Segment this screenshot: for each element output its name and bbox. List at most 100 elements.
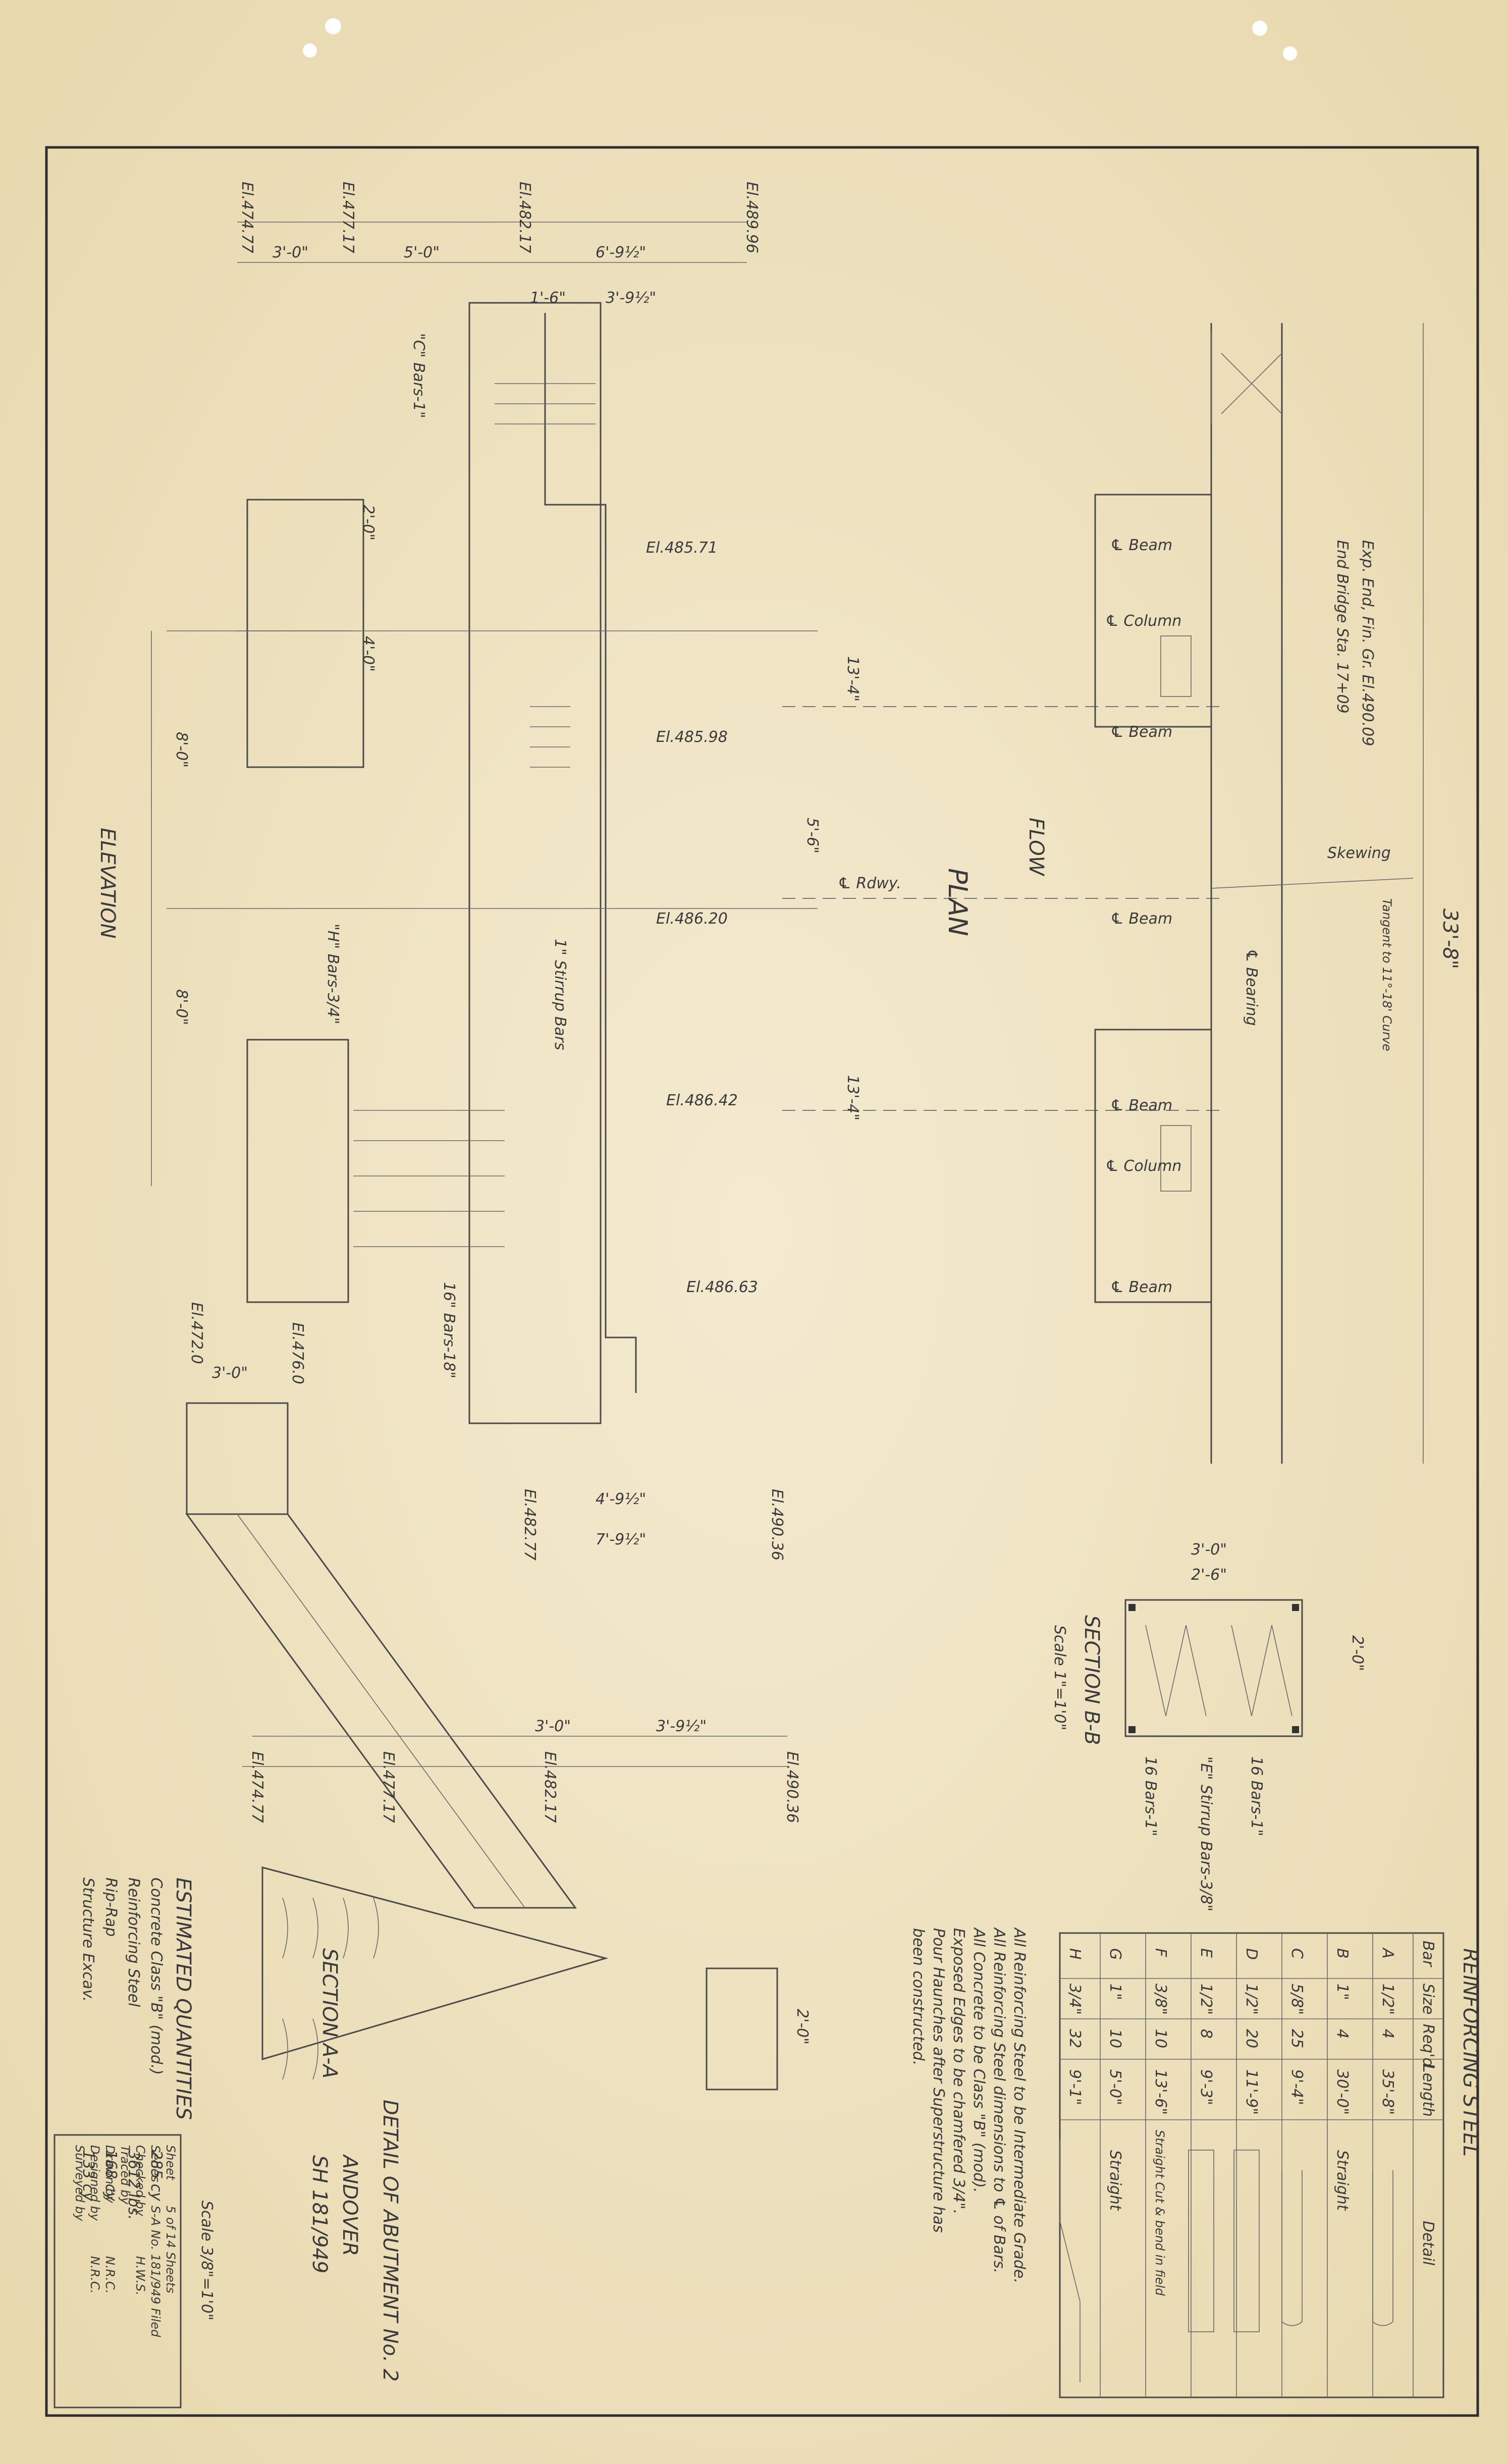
- plan-skew: Skewing: [1327, 844, 1391, 862]
- dim-2: 5'-0": [404, 244, 440, 261]
- aa-elev-6: El.472.0: [188, 1302, 205, 1364]
- rebar-a-size: 1/2": [1379, 1984, 1396, 2015]
- q-row-3-label: Structure Excav.: [79, 1878, 97, 2002]
- rebar-g-req: 10: [1106, 2029, 1124, 2048]
- bb-width-1: 3'-0": [1191, 1541, 1227, 1559]
- rebar-h-bent-shape: [1059, 2140, 1081, 2382]
- dim-1: 3'-0": [273, 244, 308, 261]
- rebar-c-size: 5/8": [1288, 1984, 1306, 2015]
- elevation-view: El.474.77 El.477.17 El.482.17 El.489.96 …: [96, 182, 1221, 1561]
- aa-elev-5: El.476.0: [289, 1322, 306, 1384]
- dim-8: 5'-6": [803, 818, 821, 853]
- q-row-2-label: Rip-Rap: [102, 1878, 120, 1937]
- rebar-a-hook-shape: [1372, 2170, 1393, 2326]
- project-title: ANDOVER: [338, 2154, 361, 2256]
- dim-12: 2'-0": [359, 505, 377, 541]
- rebar-b-req: 4: [1333, 2029, 1351, 2039]
- elev-label-10: El.482.77: [521, 1489, 538, 1561]
- rebar-d-size: 1/2": [1243, 1984, 1260, 2015]
- rebar-e-size: 1/2": [1197, 1984, 1215, 2015]
- dim-9: 4'-9½": [596, 1490, 646, 1508]
- rebar-e-req: 8: [1197, 2029, 1215, 2039]
- rebar-row-c: C 5/8" 25 9'-4": [1281, 1948, 1306, 2326]
- section-bb-scale: Scale 1"=1'0": [1051, 1625, 1068, 1731]
- tb-row-5-val: S-A No. 181/949 Filed: [148, 2206, 163, 2337]
- note-5: Pour Haunches after Superstructure has: [930, 1928, 947, 2233]
- rebar-d-stirrup-shape: [1233, 2150, 1260, 2332]
- rebar-e-len: 9'-3": [1197, 2069, 1215, 2105]
- plan-beam-3: ℄ Beam: [1110, 910, 1172, 928]
- aa-dim-3: 3'-9½": [656, 1718, 707, 1735]
- hbar-label: "H" Bars-3/4": [324, 924, 342, 1025]
- rebar-f-detail: Straight Cut & bend in field: [1153, 2130, 1167, 2296]
- plan-exp: Exp. End, Fin. Gr. El.490.09: [1359, 540, 1376, 746]
- plan-title: PLAN: [942, 868, 973, 936]
- rebar-row-b: B 1" 4 30'-0" Straight: [1333, 1948, 1351, 2211]
- tb-row-2: Drawn by: [103, 2145, 117, 2204]
- general-notes: All Reinforcing Steel to be Intermediate…: [909, 1927, 1028, 2283]
- note-1: All Reinforcing Steel to be Intermediate…: [1010, 1927, 1028, 2283]
- sheet-border: [45, 146, 1479, 2417]
- detail-title: DETAIL OF ABUTMENT No. 2: [379, 2100, 402, 2382]
- rebar-h-detail: Detail: [1419, 2221, 1437, 2266]
- rebar-h-length: Length: [1419, 2064, 1437, 2117]
- elev-label-9: El.486.63: [686, 1278, 758, 1296]
- rebar-h-len-val: 9'-1": [1066, 2069, 1084, 2105]
- dim-5: 3'-9½": [606, 289, 656, 307]
- bb-stirrup: "E" Stirrup Bars-3/8": [1197, 1756, 1215, 1911]
- rebar-c-len: 9'-4": [1288, 2069, 1306, 2105]
- elev-label-5: El.485.71: [646, 539, 718, 557]
- plan-beam-2: ℄ Beam: [1110, 723, 1172, 741]
- rebar-row-a: A 1/2" 4 35'-8": [1372, 1947, 1396, 2326]
- rebar-c-bar: C: [1288, 1948, 1306, 1959]
- rebar-h-req-val: 32: [1066, 2029, 1084, 2048]
- elevation-title: ELEVATION: [96, 828, 119, 939]
- tb-row-1-val: N.R.C.: [88, 2256, 102, 2293]
- note-4: Exposed Edges to be chamfered 3/4".: [950, 1928, 967, 2214]
- rebar-d-bar: D: [1243, 1948, 1260, 1960]
- rebar-a-req: 4: [1379, 2029, 1396, 2039]
- note-6: been constructed.: [909, 1928, 927, 2065]
- tb-row-1: Designed by: [88, 2145, 102, 2221]
- rebar-f-bar: F: [1152, 1948, 1169, 1957]
- rebar-b-len: 30'-0": [1333, 2069, 1351, 2115]
- rebar-f-len: 13'-6": [1152, 2069, 1169, 2115]
- dim-10: 7'-9½": [596, 1531, 646, 1548]
- q-row-1-value: 3612 lbs.: [125, 2150, 142, 2220]
- rebar-b-detail: Straight: [1333, 2150, 1351, 2211]
- elev-label-3: El.482.17: [516, 182, 533, 253]
- plan-beam-5: ℄ Beam: [1110, 1278, 1172, 1296]
- plan-beam-1: ℄ Beam: [1110, 537, 1172, 554]
- elev-label-8: El.486.42: [666, 1092, 738, 1109]
- elev-label-4: El.489.96: [743, 182, 761, 253]
- dim-6b: 8'-0": [173, 989, 190, 1025]
- elev-label-2: El.477.17: [339, 182, 357, 253]
- rebar-row-e: E 1/2" 8 9'-3": [1188, 1948, 1215, 2332]
- rebar-row-f: F 3/8" 10 13'-6" Straight Cut & bend in …: [1152, 1948, 1169, 2296]
- bb-bars-a: 16 Bars-1": [1142, 1756, 1159, 1836]
- plan-roadway: ℄ Rdwy.: [838, 875, 901, 892]
- rebar-g-size: 1": [1106, 1984, 1124, 2000]
- elev-label-6: El.485.98: [656, 728, 728, 746]
- rebar-c-req: 25: [1288, 2029, 1306, 2048]
- q-row-1-label: Reinforcing Steel: [125, 1878, 142, 2007]
- scale-note: Scale 3/8"=1'0": [198, 2201, 216, 2321]
- rebar-f-size: 3/8": [1152, 1984, 1169, 2015]
- tb-row-6: Sheet: [164, 2145, 178, 2181]
- dim-7: 13'-4": [844, 656, 861, 702]
- tb-row-6-val: 5 of 14 Sheets: [164, 2206, 178, 2293]
- rebar-table: REINFORCING STEEL Bar Size Req'd Length …: [1059, 1932, 1482, 2398]
- stirrup-label: 1" Stirrup Bars: [551, 939, 569, 1050]
- rebar-e-stirrup-shape: [1188, 2150, 1214, 2332]
- section-bb-title: SECTION B-B: [1080, 1615, 1103, 1745]
- elev-label-1: El.474.77: [238, 182, 256, 253]
- plan-view: ℄ Beam ℄ Column ℄ Beam ℄ Beam ℄ Bearing …: [838, 323, 1462, 1464]
- tb-row-0: Surveyed by: [73, 2145, 87, 2221]
- aa-dim-2: 3'-0": [535, 1718, 571, 1735]
- rebar-h-size-val: 3/4": [1066, 1984, 1084, 2015]
- rebar-e-bar: E: [1197, 1948, 1215, 1958]
- q-row-0-label: Concrete Class "B" (mod.): [147, 1878, 165, 2075]
- punch-holes: [303, 18, 1297, 61]
